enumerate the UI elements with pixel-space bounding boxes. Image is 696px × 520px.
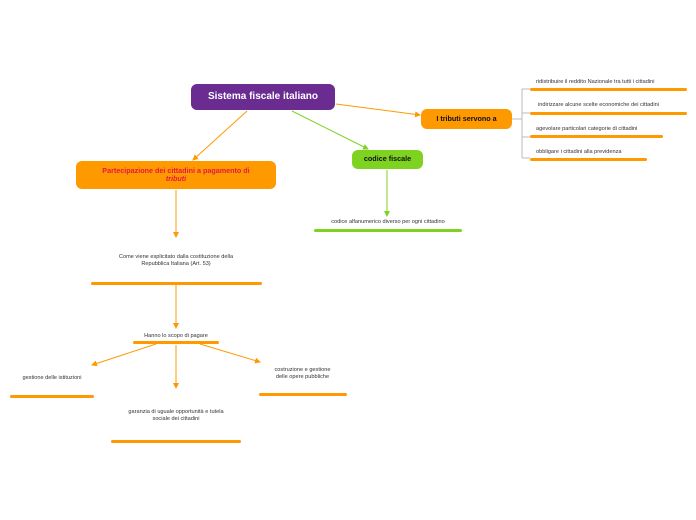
servono-item-underline	[530, 112, 687, 115]
scopo-label: Hanno lo scopo di pagare	[144, 333, 208, 339]
codice-fiscale-label: codice fiscale	[363, 154, 412, 164]
partecipazione-node[interactable]: Partecipazione dei cittadini a pagamento…	[76, 161, 276, 189]
opportunita-line2: sociale dei cittadini	[152, 416, 200, 423]
servono-item[interactable]: obbligare i cittadini alla previdenza	[536, 149, 622, 156]
edge-root-tributi	[335, 103, 421, 118]
servono-item-label: obbligare i cittadini alla previdenza	[536, 149, 622, 155]
edge-scopo-opere	[199, 343, 261, 364]
servono-item[interactable]: indirizzare alcune scelte economiche dei…	[538, 102, 659, 109]
tributi-servono-node[interactable]: I tributi servono a	[421, 109, 512, 129]
servono-item-label: agevolare particolari categorie di citta…	[536, 126, 638, 132]
edge-root-codice	[291, 110, 369, 150]
codice-desc-underline	[314, 229, 462, 232]
partecipazione-label-line2: tributi	[165, 174, 187, 183]
servono-item-underline	[530, 135, 663, 138]
costituzione-node[interactable]: Come viene esplicitato dalla costituzion…	[91, 254, 261, 269]
costituzione-underline	[91, 282, 262, 285]
opportunita-node[interactable]: garanzia di uguale opportunità e tutela …	[111, 409, 241, 424]
opere-underline	[259, 393, 347, 396]
edge-root-partecipazione	[192, 110, 248, 161]
root-node[interactable]: Sistema fiscale italiano	[191, 84, 335, 110]
opere-line2: delle opere pubbliche	[275, 374, 330, 381]
opere-line1: costruzione e gestione	[274, 367, 331, 373]
costituzione-line1: Come viene esplicitato dalla costituzion…	[118, 254, 234, 260]
istituzioni-node[interactable]: gestione delle istituzioni	[10, 375, 94, 382]
servono-item-label: indirizzare alcune scelte economiche dei…	[538, 102, 659, 108]
codice-desc-node[interactable]: codice alfanumerico diverso per ogni cit…	[314, 219, 462, 226]
tributi-servono-label: I tributi servono a	[436, 113, 497, 123]
servono-item-underline	[530, 88, 687, 91]
servono-item-underline	[530, 158, 647, 161]
servono-item[interactable]: ridistribuire il reddito Nazionale tra t…	[536, 79, 654, 86]
scopo-node[interactable]: Hanno lo scopo di pagare	[133, 333, 219, 340]
root-label: Sistema fiscale italiano	[207, 91, 319, 103]
edge-tributi-items	[512, 88, 530, 159]
opportunita-line1: garanzia di uguale opportunità e tutela	[128, 409, 224, 415]
servono-item[interactable]: agevolare particolari categorie di citta…	[536, 126, 637, 133]
codice-fiscale-node[interactable]: codice fiscale	[352, 150, 423, 169]
edge-scopo-istituzioni	[91, 343, 157, 367]
servono-item-label: ridistribuire il reddito Nazionale tra t…	[536, 79, 655, 85]
opportunita-underline	[111, 440, 241, 443]
partecipazione-label-line1: Partecipazione dei cittadini a pagamento…	[102, 165, 250, 175]
istituzioni-underline	[10, 395, 94, 398]
opere-node[interactable]: costruzione e gestione delle opere pubbl…	[259, 367, 346, 382]
scopo-underline	[133, 341, 219, 344]
istituzioni-label: gestione delle istituzioni	[22, 375, 82, 381]
costituzione-line2: Repubblica Italiana (Art. 53)	[141, 261, 211, 268]
codice-desc-label: codice alfanumerico diverso per ogni cit…	[331, 219, 445, 225]
